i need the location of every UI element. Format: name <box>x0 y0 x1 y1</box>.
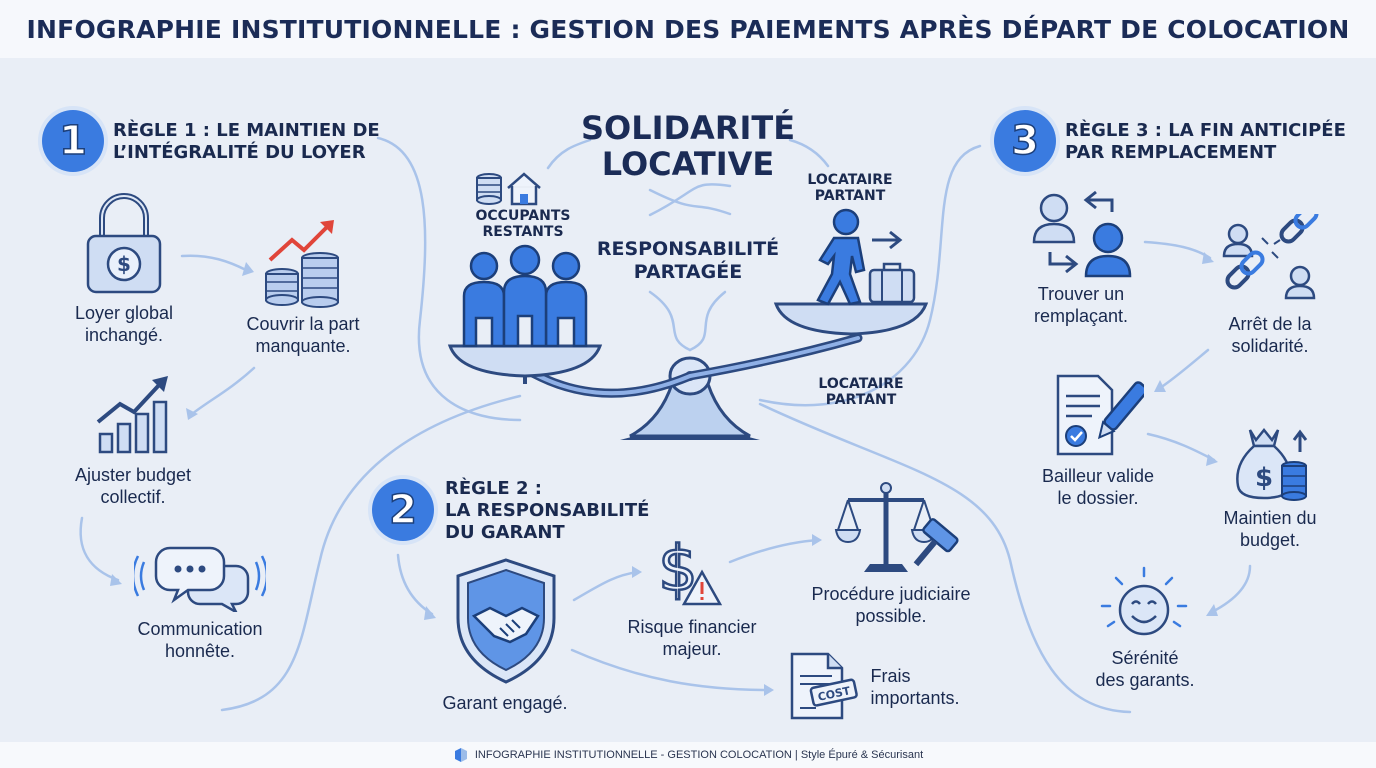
rule1-title-line1: RÈGLE 1 : LE MAINTIEN DE <box>113 120 380 141</box>
footer-logo-icon <box>454 748 467 762</box>
rule2-number-badge: 2 <box>372 479 434 541</box>
footer: INFOGRAPHIE INSTITUTIONNELLE - GESTION C… <box>0 742 1376 768</box>
rule3-title: RÈGLE 3 : LA FIN ANTICIPÉE PAR REMPLACEM… <box>1065 120 1346 164</box>
bar-chart-growth-icon <box>96 376 168 454</box>
central-title-line1: SOLIDARITÉ <box>580 109 796 147</box>
dollar-warning-icon: $ <box>657 531 722 606</box>
coins-house-icon <box>476 172 541 206</box>
rule3-number-badge: 3 <box>994 110 1056 172</box>
rule2-title-line3: DU GARANT <box>445 522 565 543</box>
money-bag-coins-icon: $ <box>1236 427 1308 501</box>
rule1-title-line2: L’INTÉGRALITÉ DU LOYER <box>113 142 366 163</box>
justice-scale-gavel-icon <box>834 482 959 572</box>
footer-text: INFOGRAPHIE INSTITUTIONNELLE - GESTION C… <box>474 749 924 761</box>
rule2-title-line1: RÈGLE 2 : <box>445 478 542 499</box>
rule1-title: RÈGLE 1 : LE MAINTIEN DE L’INTÉGRALITÉ D… <box>113 120 380 164</box>
shared-responsibility-label: RESPONSABILITÉ PARTAGÉE <box>596 238 780 283</box>
header-bar: INFOGRAPHIE INSTITUTIONNELLE : GESTION D… <box>0 0 1376 58</box>
speech-bubbles-icon <box>134 546 266 612</box>
padlock-dollar-icon: $ <box>86 193 162 294</box>
rule2-item1-label: Garant engagé. <box>442 693 568 713</box>
central-title: SOLIDARITÉ LOCATIVE <box>581 110 795 182</box>
smiley-sun-icon <box>1100 566 1188 636</box>
broken-chain-icon <box>1222 214 1319 300</box>
rule1-number-badge: 1 <box>42 110 104 172</box>
central-title-line2: LOCATIVE <box>601 145 775 183</box>
signed-document-pen-icon <box>1056 374 1144 456</box>
svg-text:$: $ <box>1255 463 1273 493</box>
balance-scale-icon <box>447 208 929 440</box>
rule3-title-line1: RÈGLE 3 : LA FIN ANTICIPÉE <box>1065 120 1346 141</box>
svg-text:$: $ <box>117 252 131 276</box>
rule3-title-line2: PAR REMPLACEMENT <box>1065 142 1277 163</box>
coins-rising-arrow-icon <box>265 220 339 308</box>
replacement-swap-icon <box>1032 190 1132 278</box>
page-title: INFOGRAPHIE INSTITUTIONNELLE : GESTION D… <box>26 14 1350 44</box>
rule2-title-line2: LA RESPONSABILITÉ <box>445 500 650 521</box>
shield-handshake-icon <box>456 558 556 684</box>
rule2-title: RÈGLE 2 : LA RESPONSABILITÉ DU GARANT <box>445 478 649 544</box>
cost-document-icon: COST <box>790 652 858 720</box>
